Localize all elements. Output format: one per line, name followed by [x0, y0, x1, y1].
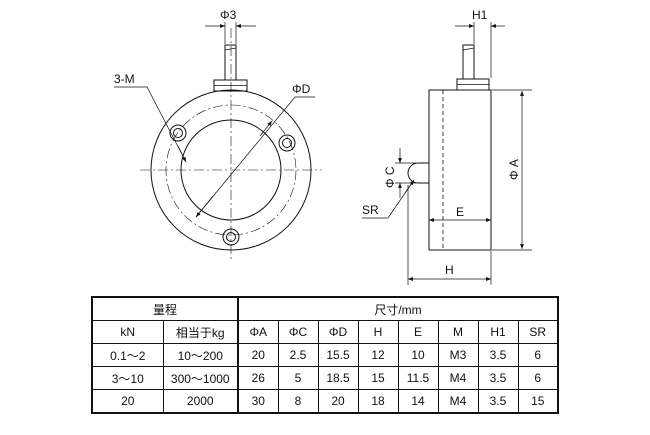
table-header-row: 量程 尺寸/mm — [91, 296, 559, 321]
col-header: ΦD — [317, 320, 359, 344]
h-label: H — [445, 263, 454, 277]
table-cell: 3.5 — [477, 366, 519, 390]
table-cell: 6 — [517, 366, 559, 390]
table-cell: 15.5 — [317, 343, 359, 367]
col-header: M — [437, 320, 479, 344]
e-label: E — [456, 205, 464, 219]
phid-label: ΦD — [292, 82, 311, 96]
cable-stem — [213, 44, 248, 92]
technical-drawing: Φ3 3-M ΦD H1 Φ C — [114, 8, 532, 285]
table-cell: 3.5 — [477, 389, 519, 414]
mounting-hole — [169, 124, 187, 142]
side-view: H1 Φ C Φ A SR E H — [362, 8, 532, 285]
col-header: E — [397, 320, 439, 344]
table-cell: M3 — [437, 343, 479, 367]
table-cell: 10 — [397, 343, 439, 367]
table-cell: 26 — [237, 366, 279, 390]
table-cell: 2000 — [162, 389, 239, 414]
sr-label: SR — [362, 203, 379, 217]
table-cell: M4 — [437, 366, 479, 390]
m-label: 3-M — [114, 72, 135, 86]
table-cell: 15 — [517, 389, 559, 414]
spherical-head — [407, 162, 429, 184]
col-header: kN — [91, 320, 164, 344]
table-cell: 15 — [357, 366, 399, 390]
column-header-row: kN 相当于kg ΦA ΦC ΦD H E M H1 SR — [91, 320, 559, 344]
phi3-label: Φ3 — [220, 8, 237, 22]
table-cell: 20 — [91, 389, 164, 414]
mounting-hole — [222, 228, 240, 246]
table-cell: 0.1～2 — [91, 343, 164, 367]
table-row: 0.1～2 10～200 20 2.5 15.5 12 10 M3 3.5 6 — [91, 343, 559, 367]
table-cell: 6 — [517, 343, 559, 367]
mounting-hole — [278, 134, 296, 152]
col-header: H1 — [477, 320, 519, 344]
table-cell: 8 — [277, 389, 319, 414]
col-header: SR — [517, 320, 559, 344]
h1-label: H1 — [472, 8, 488, 22]
table-cell: 3.5 — [477, 343, 519, 367]
phic-label: Φ C — [383, 166, 397, 188]
table-cell: 14 — [397, 389, 439, 414]
header-size: 尺寸/mm — [237, 296, 559, 321]
table-cell: 20 — [317, 389, 359, 414]
table-cell: 2.5 — [277, 343, 319, 367]
table-row: 3～10 300～1000 26 5 18.5 15 11.5 M4 3.5 6 — [91, 366, 559, 390]
spec-table: 量程 尺寸/mm kN 相当于kg ΦA ΦC ΦD H E M H1 SR 0… — [91, 296, 559, 414]
side-body — [428, 89, 492, 251]
table-cell: 18.5 — [317, 366, 359, 390]
table-cell: 18 — [357, 389, 399, 414]
phia-label: Φ A — [507, 159, 521, 180]
table-cell: 5 — [277, 366, 319, 390]
col-header: ΦC — [277, 320, 319, 344]
table-cell: 10～200 — [162, 343, 239, 367]
table-cell: 12 — [357, 343, 399, 367]
front-view: Φ3 3-M ΦD — [114, 8, 322, 262]
col-header: 相当于kg — [162, 320, 239, 344]
col-header: H — [357, 320, 399, 344]
table-cell: 30 — [237, 389, 279, 414]
table-cell: 20 — [237, 343, 279, 367]
col-header: ΦA — [237, 320, 279, 344]
table-cell: 11.5 — [397, 366, 439, 390]
table-cell: M4 — [437, 389, 479, 414]
table-cell: 3～10 — [91, 366, 164, 390]
table-cell: 300～1000 — [162, 366, 239, 390]
header-range: 量程 — [91, 296, 239, 321]
table-row: 20 2000 30 8 20 18 14 M4 3.5 15 — [91, 389, 559, 414]
